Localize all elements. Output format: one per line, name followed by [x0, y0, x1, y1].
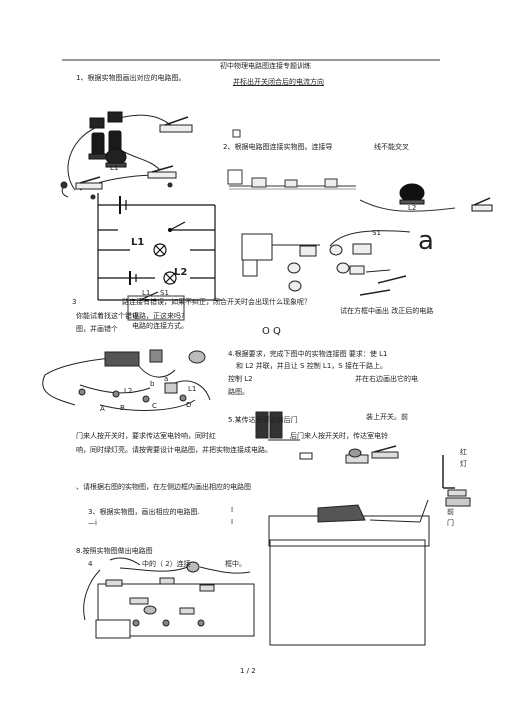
schematic-l2-label: L2 [174, 267, 188, 278]
schematic-diagram [97, 193, 216, 301]
q5-components [255, 411, 471, 507]
q7-bar-top: I [231, 506, 234, 514]
q7-label: 3、根据实物图，画出相应的电路图. [88, 508, 200, 516]
q4-label-wire-b: b [150, 380, 155, 388]
q5-line1b: 装上开关。前 [366, 413, 408, 421]
q5-right-label-door: 门 [447, 519, 454, 527]
q3-line2a: 你能试着找这个错误 [76, 312, 139, 320]
q3-line3b: 电路的连接方式。 [132, 322, 188, 330]
q4-line3b: 并在右边画出它的电 [355, 375, 418, 383]
q3-circuit-board [127, 295, 222, 321]
schematic-l1-label: L1 [131, 237, 145, 248]
q7-marker: —i [88, 519, 97, 527]
q1-l1-label: L1 [110, 164, 119, 172]
q5-line1a: 5.某传达室要在前后门 [228, 416, 298, 424]
q3-line3a: 图，并画错个 [76, 325, 118, 333]
q2-bulb [359, 183, 493, 212]
q8-sub-text: 中的（ 2）连接 [142, 560, 191, 568]
q2-s1-label: S1 [372, 229, 381, 237]
page-footer: 1 / 2 [240, 667, 256, 675]
q1-bulb [105, 148, 127, 168]
q5-right-label-lamp: 灯 [460, 460, 467, 468]
q4-label-a: A [100, 405, 105, 413]
q4-line4: 路图。 [228, 388, 249, 396]
q2-big-letter: a [418, 226, 434, 256]
q4-circuit-photo [42, 349, 211, 411]
q5-line2a: 门来人按开关时，要求传达室电铃响，同时红 [76, 432, 216, 440]
q4-line1: 4.根据要求，完成下图中的实物连接图 要求：使 L1 [228, 350, 388, 358]
q4-label-l1: L1 [188, 385, 197, 393]
q3-line1: 路连接有错误，如果不纠正，闭合开关时会出现什么现象呢？ [122, 298, 311, 306]
q4-line2: 和 L2 并联，并且让 S 控制 L1，S 接在干路上。 [236, 362, 387, 370]
q1-switches [60, 116, 193, 200]
q2-tail: 线不能交叉 [374, 143, 409, 151]
q4-label-d: D [186, 401, 192, 409]
schematic-s1-label: S1 [160, 289, 169, 297]
q5-line2b: 后门来人按开关时，传达室电铃 [290, 432, 388, 440]
q4-label-c: C [152, 402, 157, 410]
q4-label-b: B [120, 404, 125, 412]
q2-right-components [241, 230, 411, 296]
q3-line2b: 电路，正这来吗? [132, 312, 185, 320]
q4-line3a: 控制 L2 [228, 375, 253, 383]
page-title: 初中物理电路图连接专题训练 [220, 62, 311, 70]
q2-l2-label: L2 [408, 204, 417, 212]
q2-label: 2、根据电路图连接实物图。连接导 [223, 143, 333, 151]
q6-label: 、请根据右图的实物图，在左侧边框内画出相应的电路图 [76, 483, 251, 491]
q8-label: 8.按照实物图做出电路图 [76, 547, 153, 555]
q1-hint: 并标出开关闭合后的电流方向 [233, 78, 324, 86]
q5-right-label-red: 红 [460, 448, 467, 456]
q4-label-l2: L2 [124, 387, 133, 395]
q3-line2c: 试在方框中画出 改正后的电路 [340, 307, 434, 315]
q7-bar-bottom: I [231, 518, 234, 526]
schematic-switch-label: L1 [142, 289, 151, 297]
q3-number: 3 [72, 298, 77, 306]
q8-sub-number: 4 [88, 560, 93, 568]
q5-line3: 响，同时绿灯亮。请按需要设计电路图，并把实物连接成电路。 [76, 446, 272, 454]
q2-box-1 [227, 129, 356, 190]
q1-label: 1、根据实物图画出对应的电路图。 [76, 74, 186, 82]
answer-frames [268, 499, 430, 646]
q8-tail: 框中。 [225, 560, 246, 568]
q8-circuit-photo [83, 557, 255, 639]
q3-oq: O Q [262, 326, 281, 337]
q4-label-wire-a: a [164, 375, 169, 383]
q5-right-label-front: 前 [447, 508, 454, 516]
